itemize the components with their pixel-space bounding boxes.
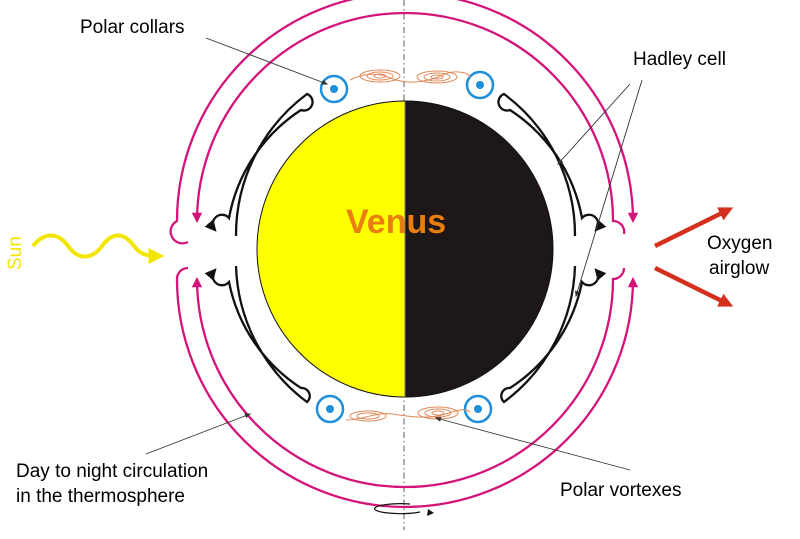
label-day-night-line1: Day to night circulation: [16, 461, 208, 482]
label-day-night-line2: in the thermosphere: [16, 486, 185, 507]
leader-polar-vortexes: [434, 416, 631, 471]
hadley-cell-lower-right: [500, 265, 607, 404]
day-side: [256, 100, 406, 398]
hadley-cell-upper-right: [497, 92, 607, 237]
airglow-arrow-down: [654, 265, 734, 307]
circled-dot-icon: [463, 394, 493, 424]
hadley-cell-upper-left: [204, 92, 314, 237]
rotation-arrow-icon: [374, 503, 434, 516]
label-polar-collars: Polar collars: [80, 17, 185, 38]
sun-ray-arrow: [31, 233, 165, 264]
leader-day-night: [145, 413, 252, 455]
outer-loop-top: [169, 0, 639, 245]
hadley-cell-lower-left: [204, 265, 311, 404]
outer-loop-bottom: [175, 266, 639, 509]
spiral-icon: [349, 69, 471, 84]
spiral-icon: [345, 406, 471, 422]
thermosphere-flow: [169, 0, 639, 509]
label-hadley-cell: Hadley cell: [633, 49, 726, 70]
inner-loop-top: [191, 11, 626, 235]
night-side: [404, 100, 554, 398]
inner-loop-bottom: [191, 267, 626, 489]
label-oxygen: Oxygen: [707, 233, 772, 254]
airglow-arrow-up: [654, 207, 734, 249]
label-sun: Sun: [5, 236, 26, 270]
hadley-cells: [204, 92, 607, 404]
leader-polar-collars: [205, 37, 329, 85]
circled-dot-icon: [465, 70, 495, 100]
circled-dot-icon: [319, 74, 349, 104]
leader-lines: [145, 37, 643, 471]
polar-vortexes: [345, 69, 471, 422]
circled-dot-icon: [315, 394, 345, 424]
airglow-arrows: [654, 207, 734, 307]
leader-hadley-top: [557, 83, 631, 165]
venus-disk: [256, 100, 554, 398]
label-polar-vortexes: Polar vortexes: [560, 480, 681, 501]
leader-hadley-bottom: [575, 79, 643, 298]
label-airglow: airglow: [709, 258, 769, 279]
label-planet: Venus: [346, 203, 446, 241]
